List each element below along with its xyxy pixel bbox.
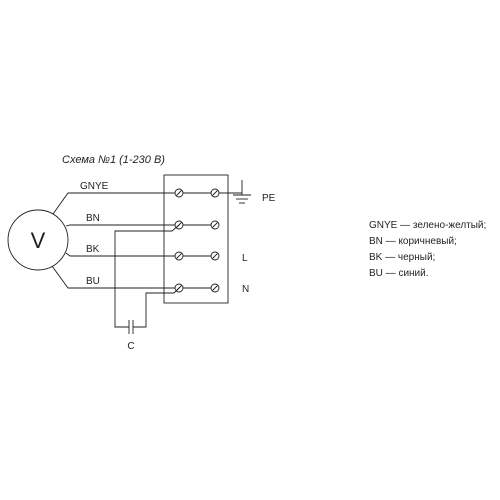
diagram-title: Схема №1 (1-230 В) — [62, 154, 165, 166]
terminal-label-pe: PE — [262, 193, 276, 204]
color-legend: GNYE — зелено-желтый; BN — коричневый; B… — [369, 220, 486, 279]
ground-icon — [219, 180, 251, 204]
wire-label-bk: BK — [86, 244, 100, 255]
wire-bk — [65, 252, 175, 257]
wire-label-bn: BN — [86, 213, 100, 224]
legend-item: BK — черный; — [369, 252, 435, 263]
legend-item: BU — синий. — [369, 268, 429, 279]
wire-gnye — [52, 192, 175, 215]
legend-item: GNYE — зелено-желтый; — [369, 220, 486, 231]
screw-terminal-left-1 — [174, 188, 184, 198]
wire-label-bu: BU — [86, 276, 100, 287]
legend-item: BN — коричневый; — [369, 236, 457, 247]
screw-terminal-right-1 — [210, 188, 220, 198]
wire-bu — [51, 265, 175, 289]
wire-bn — [65, 224, 175, 227]
screw-terminal-right-2 — [210, 220, 220, 230]
screw-terminal-right-4 — [210, 283, 220, 293]
capacitor-wire-right — [133, 287, 180, 328]
terminal-label-n: N — [242, 284, 249, 295]
capacitor-wire-left — [114, 224, 180, 328]
motor-label: V — [31, 228, 46, 253]
screw-terminal-right-3 — [210, 251, 220, 261]
terminal-block — [163, 174, 229, 304]
capacitor-label: C — [127, 341, 134, 352]
capacitor-icon — [128, 320, 134, 334]
motor-circle — [7, 209, 69, 271]
wire-label-gnye: GNYE — [80, 181, 109, 192]
screw-terminal-left-3 — [174, 251, 184, 261]
terminal-label-l: L — [242, 253, 248, 264]
